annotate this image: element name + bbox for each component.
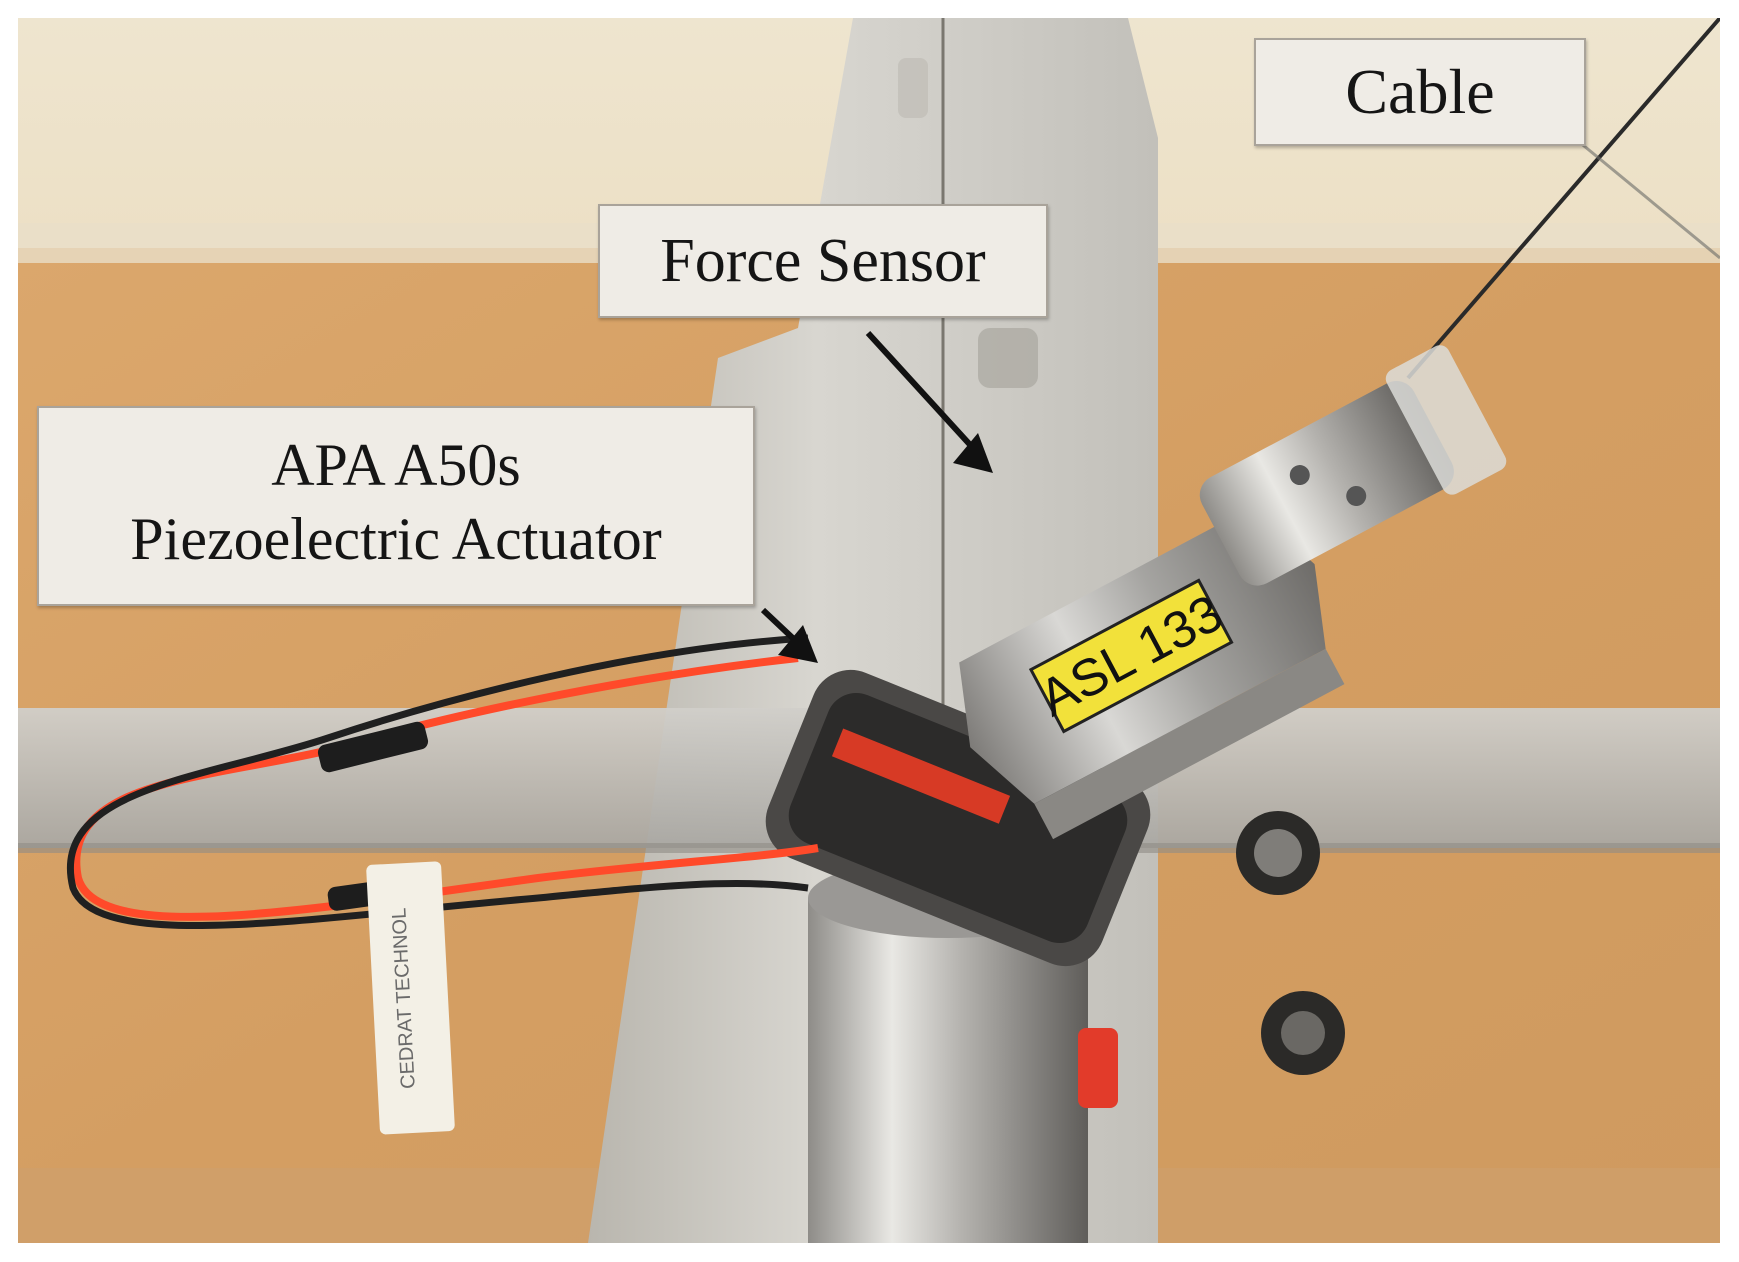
photograph: ASL 133 CEDRAT TECHNOL: [18, 18, 1720, 1243]
actuator-label-line1: APA A50s: [271, 432, 521, 498]
cable-label: Cable: [1345, 56, 1495, 127]
actuator-label-line2: Piezoelectric Actuator: [130, 506, 662, 572]
cable-callout: Cable: [1254, 38, 1586, 146]
actuator-callout: APA A50s Piezoelectric Actuator: [37, 406, 755, 606]
force-sensor-label: Force Sensor: [660, 227, 986, 295]
force-sensor-callout: Force Sensor: [598, 204, 1048, 318]
